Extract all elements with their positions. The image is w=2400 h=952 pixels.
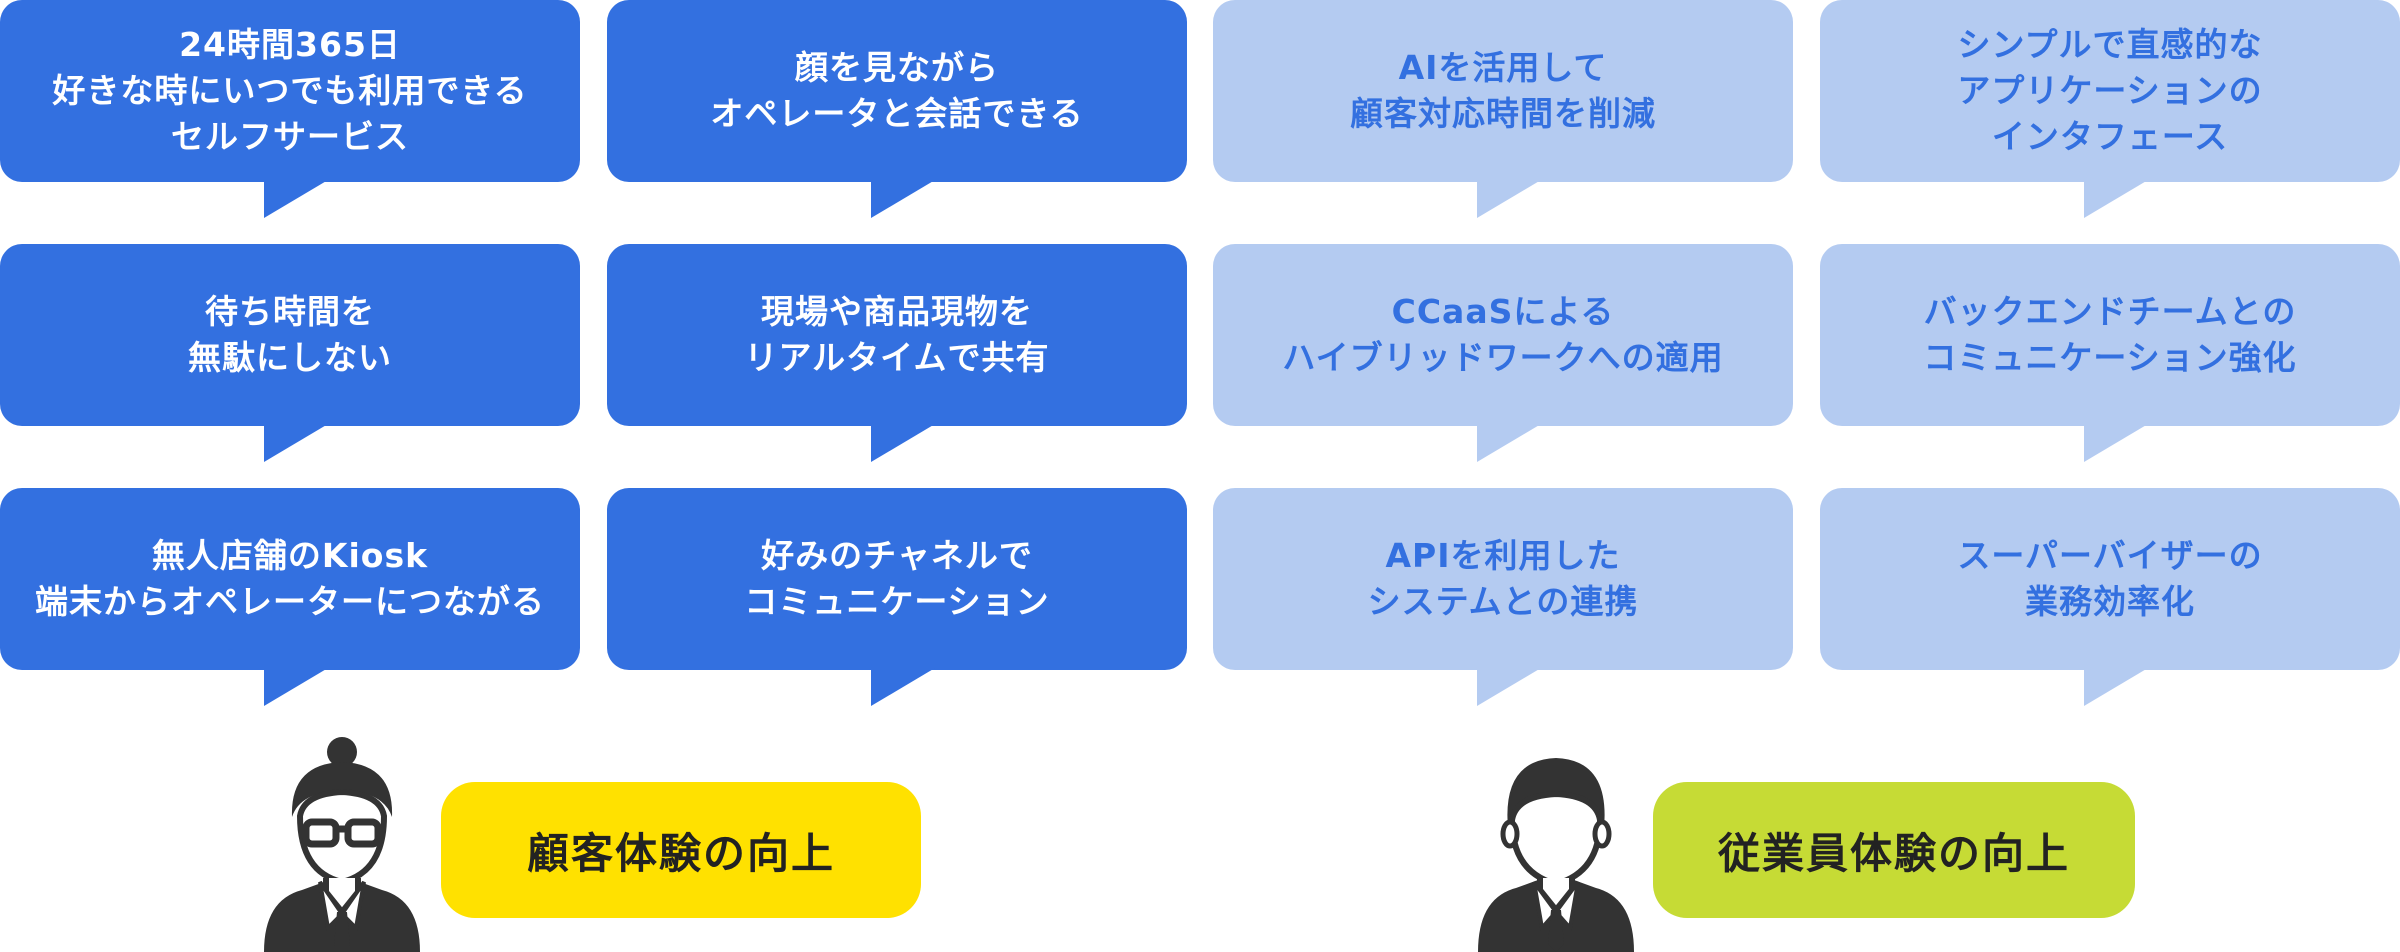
bubble-tail: [264, 424, 328, 462]
bubble-line: APIを利用した: [1385, 536, 1621, 575]
bubble-text: 待ち時間を 無駄にしない: [188, 289, 392, 381]
customer-bubble-1: 24時間365日 好きな時にいつでも利用できる セルフサービス: [0, 0, 580, 218]
bubble-line: インタフェース: [1991, 117, 2229, 156]
man-in-suit-icon: [1478, 758, 1634, 952]
bubble-line: 無駄にしない: [188, 338, 392, 377]
bubble-line: 業務効率化: [2025, 582, 2195, 621]
bubble-line: スーパーバイザーの: [1957, 536, 2263, 575]
bubble-text: スーパーバイザーの 業務効率化: [1957, 533, 2262, 625]
bubble-line: 顔を見ながら: [795, 48, 999, 87]
customer-bubble-2: 顔を見ながら オペレータと会話できる: [607, 0, 1187, 218]
bubble-line: 無人店舗のKiosk: [151, 536, 429, 575]
bubble-tail: [264, 180, 328, 218]
bubble-text: 24時間365日 好きな時にいつでも利用できる セルフサービス: [52, 22, 527, 160]
bubble-text: シンプルで直感的な アプリケーションの インタフェース: [1957, 22, 2262, 160]
bubble-tail: [1477, 180, 1541, 218]
bubble-tail: [871, 180, 935, 218]
bubble-text: 好みのチャネルで コミュニケーション: [744, 533, 1049, 625]
bubble-line: 好みのチャネルで: [761, 536, 1033, 575]
bubble-line: コミュニケーション: [744, 582, 1050, 621]
bubble-tail: [871, 424, 935, 462]
bubble-tail: [2084, 180, 2148, 218]
customer-bubble-3: 待ち時間を 無駄にしない: [0, 244, 580, 462]
employee-bubble-4: バックエンドチームとの コミュニケーション強化: [1820, 244, 2400, 462]
bubble-text: 現場や商品現物を リアルタイムで共有: [744, 289, 1049, 381]
bubble-line: 24時間365日: [179, 25, 401, 64]
bubble-tail: [2084, 424, 2148, 462]
bubble-line: オペレータと会話できる: [710, 94, 1084, 133]
bubble-text: AIを活用して 顧客対応時間を削減: [1350, 45, 1656, 137]
bubble-text: バックエンドチームとの コミュニケーション強化: [1923, 289, 2296, 381]
bubble-line: AIを活用して: [1398, 48, 1608, 87]
bubble-line: シンプルで直感的な: [1957, 25, 2263, 64]
bubble-tail: [871, 668, 935, 706]
bubble-line: コミュニケーション強化: [1923, 338, 2297, 377]
bubble-text: 顔を見ながら オペレータと会話できる: [710, 45, 1083, 137]
customer-bubble-4: 現場や商品現物を リアルタイムで共有: [607, 244, 1187, 462]
bubble-line: 顧客対応時間を削減: [1350, 94, 1656, 133]
bubble-tail: [2084, 668, 2148, 706]
bubble-line: リアルタイムで共有: [744, 338, 1050, 377]
bubble-line: アプリケーションの: [1957, 71, 2263, 110]
bubble-tail: [264, 668, 328, 706]
bubble-line: システムとの連携: [1367, 582, 1639, 621]
employee-bubble-2: シンプルで直感的な アプリケーションの インタフェース: [1820, 0, 2400, 218]
bubble-tail: [1477, 668, 1541, 706]
bubble-line: 現場や商品現物を: [760, 292, 1033, 331]
customer-bubble-6: 好みのチャネルで コミュニケーション: [607, 488, 1187, 706]
customer-bubble-5: 無人店舗のKiosk 端末からオペレーターにつながる: [0, 488, 580, 706]
customer-experience-label: 顧客体験の向上: [441, 782, 921, 918]
employee-bubble-6: スーパーバイザーの 業務効率化: [1820, 488, 2400, 706]
employee-bubble-1: AIを活用して 顧客対応時間を削減: [1213, 0, 1793, 218]
bubble-line: 好きな時にいつでも利用できる: [52, 71, 528, 110]
bubble-text: 無人店舗のKiosk 端末からオペレーターにつながる: [35, 533, 545, 625]
bubble-line: 待ち時間を: [205, 292, 375, 331]
bubble-line: セルフサービス: [171, 117, 409, 156]
bubble-line: バックエンドチームとの: [1923, 292, 2297, 331]
woman-with-glasses-icon: [264, 737, 420, 952]
bubble-line: 端末からオペレーターにつながる: [35, 582, 545, 621]
bubble-text: CCaaSによる ハイブリッドワークへの適用: [1282, 289, 1723, 381]
employee-experience-label: 従業員体験の向上: [1653, 782, 2135, 918]
bubble-line: CCaaSによる: [1391, 292, 1615, 331]
employee-bubble-5: APIを利用した システムとの連携: [1213, 488, 1793, 706]
bubble-line: ハイブリッドワークへの適用: [1282, 338, 1724, 377]
bubble-tail: [1477, 424, 1541, 462]
employee-bubble-3: CCaaSによる ハイブリッドワークへの適用: [1213, 244, 1793, 462]
bubble-text: APIを利用した システムとの連携: [1368, 533, 1639, 625]
